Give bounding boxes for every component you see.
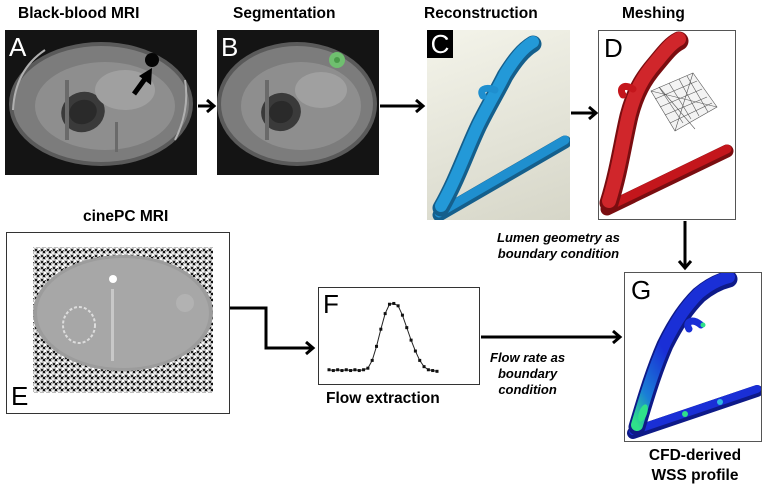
flow-data-point	[336, 368, 340, 372]
flow-data-point	[405, 326, 409, 330]
panel-c-letter: C	[427, 30, 453, 58]
panel-g-title: CFD-derived WSS profile	[630, 446, 760, 486]
flow-data-point	[379, 327, 383, 331]
panel-b-title: Segmentation	[233, 5, 336, 22]
panel-g-title-line-1: CFD-derived	[648, 447, 742, 464]
arrow-c-to-d	[571, 105, 599, 121]
segmented-mri-image	[217, 42, 377, 166]
flow-data-point	[366, 366, 370, 370]
flow-data-point	[362, 368, 366, 372]
flow-curve-chart	[327, 301, 439, 373]
panel-e-letter: E	[11, 381, 29, 411]
flow-data-point	[400, 313, 404, 317]
panel-d-title: Meshing	[622, 5, 685, 22]
panel-c-title: Reconstruction	[424, 5, 538, 22]
flow-data-point	[387, 302, 391, 306]
panel-f-letter: F	[323, 289, 339, 319]
lumen-annotation-line-2: boundary condition	[497, 246, 620, 261]
phase-contrast-mri-image	[33, 247, 213, 393]
arrow-f-to-g	[481, 329, 623, 345]
flow-data-point	[331, 369, 335, 373]
flow-data-point	[435, 369, 439, 373]
flow-data-point	[418, 358, 422, 362]
panel-d-meshing-image: D	[598, 30, 736, 220]
lumen-geometry-annotation: Lumen geometry as boundary condition	[497, 230, 620, 262]
panel-f-title: Flow extraction	[326, 390, 440, 407]
flow-data-point	[392, 301, 396, 305]
flow-data-point	[413, 349, 417, 353]
arrow-a-to-b	[198, 98, 217, 114]
flow-data-point	[426, 368, 430, 372]
lumen-annotation-line-1: Lumen geometry as	[497, 230, 620, 245]
vessel-3d-reconstruction	[432, 35, 570, 220]
panel-a-letter: A	[9, 32, 27, 62]
panel-e-title: cinePC MRI	[83, 208, 169, 225]
flow-data-point	[396, 304, 400, 308]
panel-e-cinepc-image: E	[6, 232, 230, 414]
panel-f-flow-chart: F	[318, 287, 480, 385]
flow-data-point	[327, 368, 331, 372]
flow-data-point	[370, 358, 374, 362]
panel-c-reconstruction-image: C	[427, 30, 570, 220]
flow-annotation-line-2: boundary	[497, 366, 558, 381]
flow-data-point	[422, 365, 426, 369]
flow-annotation-line-3: condition	[498, 382, 557, 397]
panel-g-title-line-2: WSS profile	[651, 467, 739, 484]
flow-data-point	[340, 369, 344, 373]
panel-g-letter: G	[631, 275, 652, 305]
arrow-d-to-g	[677, 221, 693, 271]
wss-vessel-model	[627, 273, 761, 439]
flow-data-point	[353, 368, 357, 372]
panel-b-letter: B	[221, 32, 239, 62]
arrow-b-to-c	[380, 98, 426, 114]
flow-data-point	[431, 369, 435, 373]
panel-g-wss-image: G	[624, 272, 762, 442]
flow-data-point	[409, 338, 413, 342]
flow-rate-annotation: Flow rate as boundary condition	[490, 350, 565, 398]
flow-data-point	[383, 312, 387, 316]
flow-data-point	[357, 369, 361, 373]
flow-data-point	[344, 368, 348, 372]
mri-cross-section-image	[9, 42, 193, 166]
panel-a-mri-image: A	[5, 30, 197, 175]
flow-data-point	[375, 344, 379, 348]
panel-a-title: Black-blood MRI	[18, 5, 140, 22]
flow-data-point	[349, 369, 353, 373]
arrow-e-to-f	[230, 306, 316, 356]
panel-d-letter: D	[604, 33, 623, 63]
flow-annotation-line-1: Flow rate as	[490, 350, 566, 365]
panel-b-segmentation-image: B	[217, 30, 379, 175]
vessel-mesh-model	[599, 31, 734, 216]
